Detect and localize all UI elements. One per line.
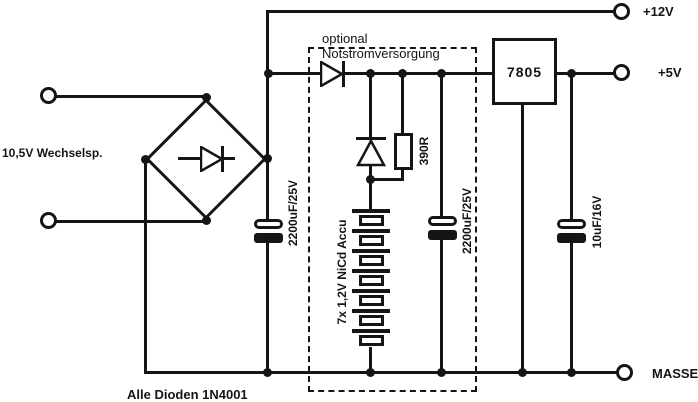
battery-cell-plate	[359, 295, 384, 306]
wire	[178, 157, 202, 160]
junction-dot	[366, 175, 375, 184]
voltage-regulator-7805	[492, 38, 557, 105]
junction-dot	[518, 368, 527, 377]
wire	[570, 73, 573, 219]
wire	[224, 157, 235, 160]
output-cap-label: 10uF/16V	[590, 195, 604, 249]
rail-12v-wire	[268, 10, 614, 13]
optional-section-word: optional	[322, 31, 368, 46]
battery-cell-plate	[352, 269, 390, 273]
terminal-ac-bottom	[40, 212, 57, 229]
wire	[144, 158, 147, 373]
ground-rail-wire	[144, 371, 617, 374]
series-diode-icon	[320, 61, 344, 87]
battery-diode-cathode-bar	[356, 137, 386, 140]
smoothing-cap-plate-pos	[254, 219, 283, 229]
battery-cell-plate	[359, 315, 384, 326]
battery-cell-plate	[359, 275, 384, 286]
battery-diode-icon	[356, 140, 386, 167]
output-cap-plate-neg	[557, 233, 586, 243]
wire	[266, 10, 269, 220]
battery-cell-plate	[359, 255, 384, 266]
wire	[555, 72, 615, 75]
junction-dot	[263, 368, 272, 377]
wire	[266, 243, 269, 374]
junction-dot	[366, 69, 375, 78]
junction-dot	[437, 69, 446, 78]
battery-cell-plate	[359, 215, 384, 226]
output-cap-plate-pos	[557, 219, 586, 229]
wire	[440, 240, 443, 374]
rail-5v-label: +5V	[658, 65, 682, 80]
wire	[369, 73, 372, 139]
wire	[401, 73, 404, 135]
smoothing-cap-plate-neg	[254, 233, 283, 243]
regulator-ground-wire	[521, 104, 524, 374]
junction-dot	[398, 69, 407, 78]
backup-cap-plate-neg	[428, 230, 457, 240]
wire	[401, 168, 404, 181]
terminal-5v	[613, 64, 630, 81]
battery-cell-plate	[352, 249, 390, 253]
wire	[570, 243, 573, 374]
junction-dot	[141, 155, 150, 164]
bridge-diode-cathode-bar	[221, 146, 224, 172]
junction-dot	[437, 368, 446, 377]
ac-input-wire-top	[56, 95, 208, 98]
resistor-390r	[394, 133, 413, 170]
wire	[345, 72, 493, 75]
wire	[369, 347, 372, 374]
battery-cell-plate	[352, 329, 390, 333]
battery-cell-plate	[352, 289, 390, 293]
junction-dot	[366, 368, 375, 377]
terminal-ac-top	[40, 87, 57, 104]
diodes-note: Alle Dioden 1N4001	[127, 387, 248, 402]
ac-input-wire-bottom	[56, 220, 208, 223]
optional-section-frame	[308, 47, 477, 392]
junction-dot	[263, 154, 272, 163]
series-diode-cathode-bar	[342, 61, 345, 87]
battery-cell-plate	[359, 335, 384, 346]
wire	[440, 73, 443, 216]
regulator-label: 7805	[506, 63, 543, 80]
wire	[268, 72, 322, 75]
ac-input-label: 10,5V Wechselsp.	[2, 146, 103, 160]
junction-dot	[202, 216, 211, 225]
rail-12v-label: +12V	[643, 4, 674, 19]
wire	[369, 178, 404, 181]
wire	[369, 165, 372, 210]
battery-cell-plate	[352, 229, 390, 233]
terminal-masse	[616, 364, 633, 381]
junction-dot	[567, 69, 576, 78]
battery-cell-plate	[352, 209, 390, 213]
battery-cell-plate	[352, 309, 390, 313]
junction-dot	[567, 368, 576, 377]
backup-cap-plate-pos	[428, 216, 457, 226]
battery-cell-plate	[359, 235, 384, 246]
terminal-12v	[613, 3, 630, 20]
smoothing-cap-label: 2200uF/25V	[286, 179, 300, 247]
junction-dot	[264, 69, 273, 78]
optional-section-title: Notstromversorgung	[322, 46, 440, 61]
ground-label: MASSE	[652, 366, 698, 381]
bridge-diode-icon	[200, 146, 224, 172]
junction-dot	[202, 93, 211, 102]
